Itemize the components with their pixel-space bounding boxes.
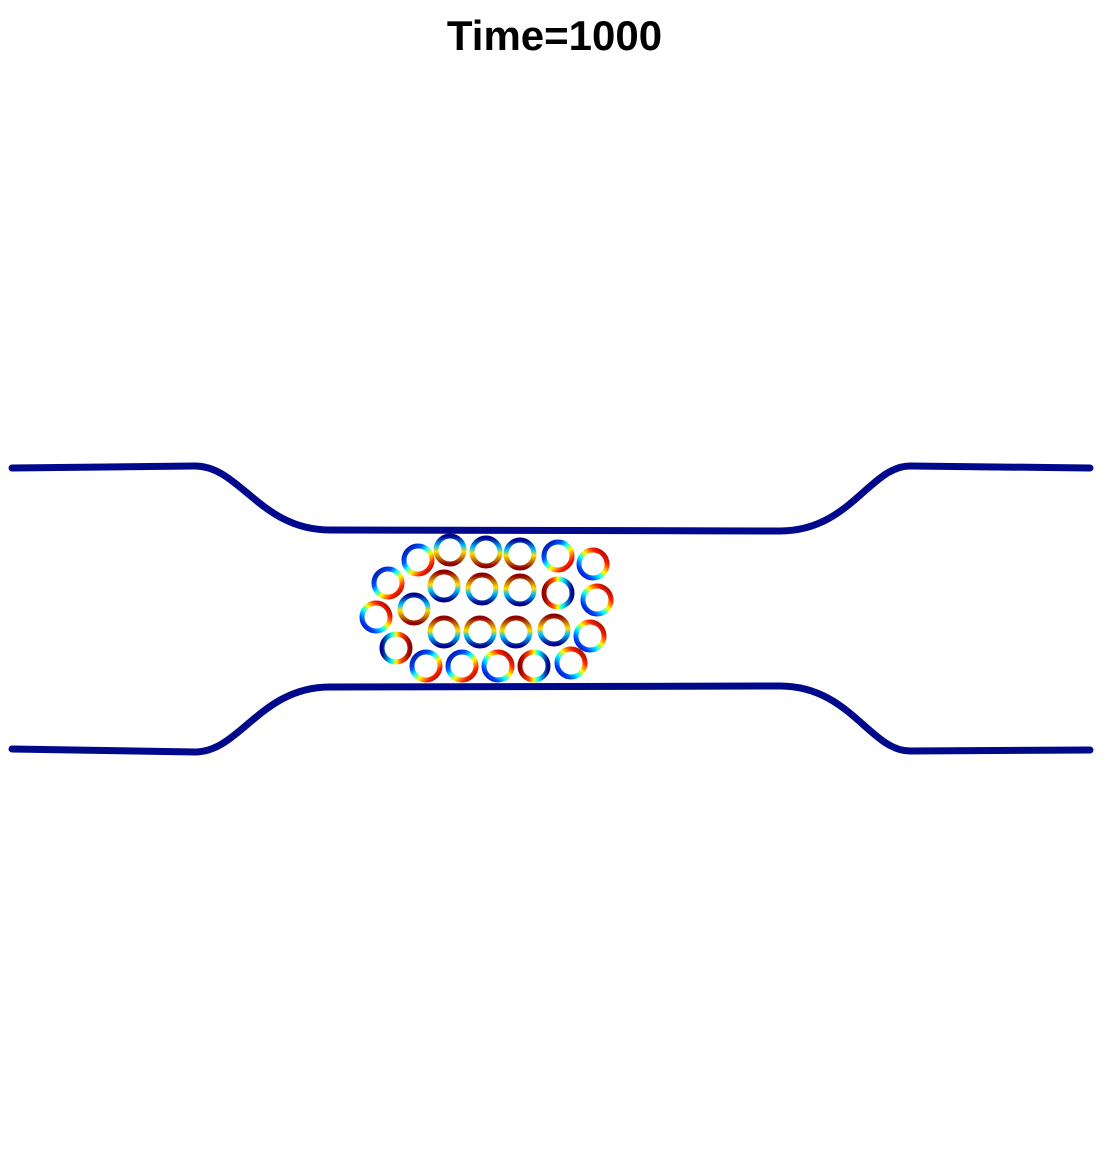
particle-ring — [499, 615, 533, 649]
particle-ring — [463, 615, 497, 649]
particle-ring — [541, 576, 575, 610]
particle-ring — [537, 613, 571, 647]
particle-ring — [554, 646, 588, 680]
particle-ring — [427, 615, 461, 649]
particle-ring — [481, 649, 515, 683]
particle-ring — [397, 592, 431, 626]
particle-ring — [465, 572, 499, 606]
particle-ring — [541, 539, 575, 573]
particle-ring — [379, 631, 413, 665]
lower-channel-wall — [8, 682, 1094, 756]
particle-ring — [409, 649, 443, 683]
particle-ring — [580, 583, 614, 617]
particle-ring — [371, 566, 405, 600]
particle-ring — [445, 649, 479, 683]
upper-channel-wall — [8, 462, 1094, 535]
particle-cluster — [359, 533, 614, 683]
particle-ring — [576, 547, 610, 581]
particle-ring — [427, 569, 461, 603]
particle-ring — [503, 573, 537, 607]
particle-ring — [359, 600, 393, 634]
particle-ring — [573, 619, 607, 653]
particle-ring — [503, 537, 537, 571]
figure-title: Time=1000 — [446, 12, 663, 59]
particle-ring — [433, 533, 467, 567]
particle-ring — [517, 649, 551, 683]
particle-ring — [401, 543, 435, 577]
particle-ring — [469, 535, 503, 569]
